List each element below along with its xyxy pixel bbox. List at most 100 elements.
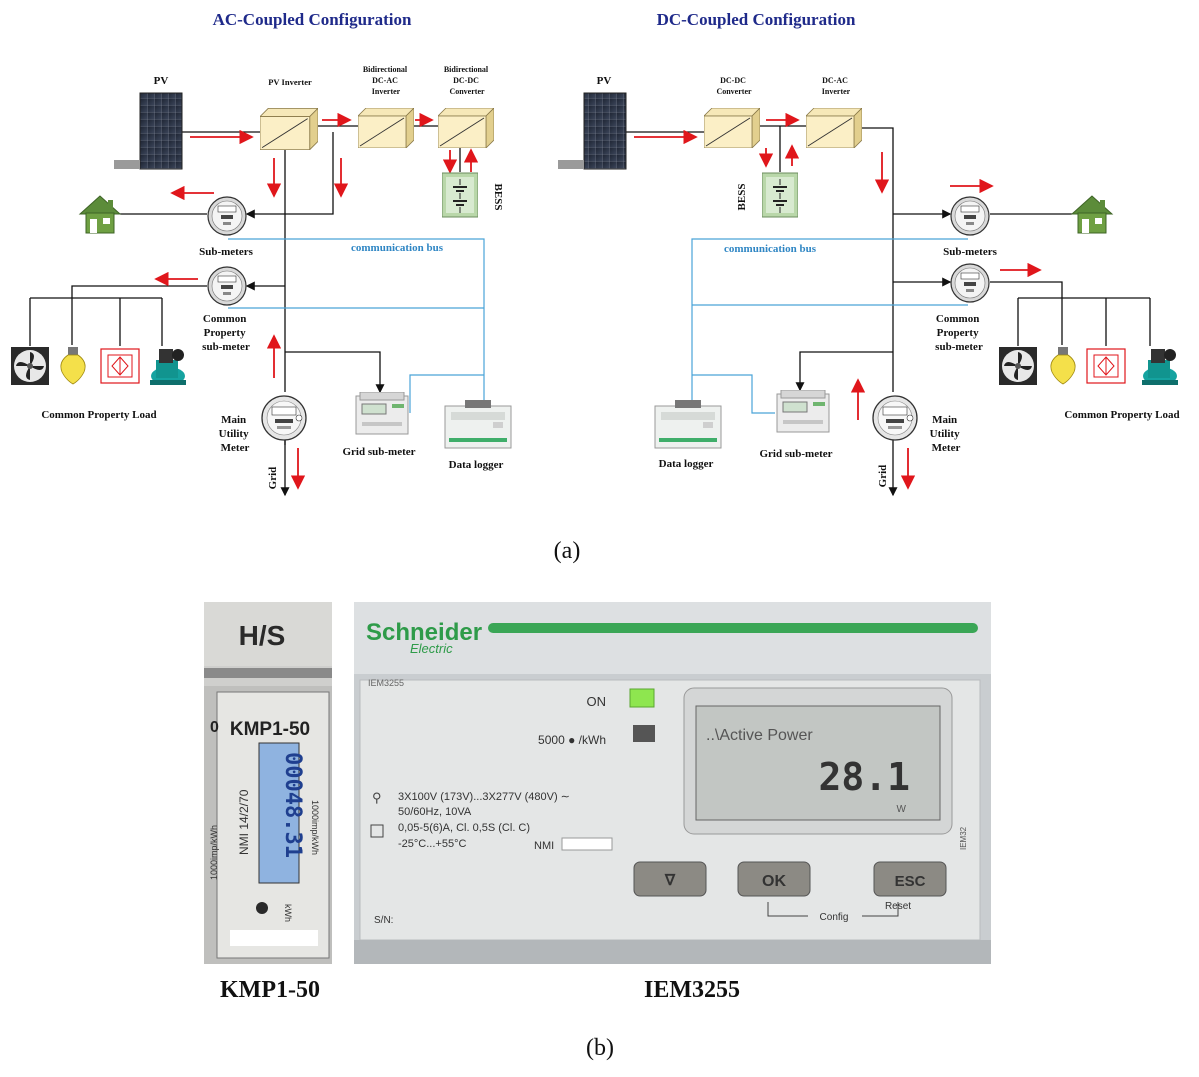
iem-wiring-icon: ⚲ <box>372 790 382 805</box>
house-icon <box>79 195 121 234</box>
iem3255-meter-photo: Schneider Electric IEM3255 ON 5000 ● /kW… <box>354 602 991 964</box>
iem-nmi-box <box>561 837 613 851</box>
house-icon <box>1071 195 1113 234</box>
fan-icon <box>11 347 49 385</box>
ok-button-label: OK <box>762 873 786 890</box>
down-button-label: ∇ <box>664 872 676 889</box>
common-property-sub-meter-label: Common Property sub-meter <box>202 313 250 353</box>
ac-power-flow-arrows <box>154 112 479 490</box>
kmp-side-right: 1000imp/kWh <box>310 800 320 855</box>
esc-button[interactable]: ESC <box>873 861 947 897</box>
iem-on-led <box>629 688 655 708</box>
dcac-inverter-label: DC-AC Inverter <box>822 76 851 96</box>
pv-inverter-icon <box>260 108 318 150</box>
iem-reset-label: Reset <box>885 901 911 912</box>
kmp-unit: kWh <box>283 904 293 922</box>
ac-communication-bus <box>228 238 485 413</box>
iem-lcd <box>695 705 941 821</box>
ac-coupled-diagram: AC-Coupled Configuration <box>11 10 512 497</box>
grid-label: Grid <box>877 465 889 488</box>
data-logger-label: Data logger <box>449 459 504 471</box>
dc-coupled-diagram: DC-Coupled Configuration <box>558 10 1180 497</box>
pv-panel <box>114 92 183 170</box>
iem-serial-label: S/N: <box>374 915 393 926</box>
iem-caption: IEM3255 <box>644 977 740 1003</box>
kmp-pulse-led <box>256 902 268 914</box>
bidirectional-dcdc-label: Bidirectional DC-DC Converter <box>444 65 490 96</box>
pv-inverter-label: PV Inverter <box>268 77 312 87</box>
sub-meter-icon <box>950 196 990 236</box>
pv-panel <box>558 92 627 170</box>
main-utility-meter-label: Main Utility Meter <box>219 414 252 454</box>
sub-meters-label: Sub-meters <box>943 246 997 258</box>
data-logger-label: Data logger <box>659 458 714 470</box>
bess-battery-icon <box>442 172 478 218</box>
common-property-sub-meter-label: Common Property sub-meter <box>935 313 983 353</box>
dc-communication-bus <box>691 238 968 414</box>
dc-title: DC-Coupled Configuration <box>657 10 856 29</box>
iem-model-small: IEM3255 <box>368 678 404 688</box>
schneider-brand-sub: Electric <box>410 641 453 656</box>
ok-button[interactable]: OK <box>737 861 811 897</box>
bess-label: BESS <box>492 184 504 211</box>
kmp-model-label: KMP1-50 <box>230 719 310 740</box>
common-property-sub-meter-icon <box>950 263 990 303</box>
iem-display-value: 28.1 <box>818 755 910 799</box>
common-property-load-label: Common Property Load <box>1064 409 1179 421</box>
dcdc-converter-icon <box>704 108 760 148</box>
brand-stripe <box>488 623 978 633</box>
water-pump-icon <box>1142 349 1178 385</box>
kmp-top-label: H/S <box>239 620 286 651</box>
down-button[interactable]: ∇ <box>633 861 707 897</box>
grid-label: Grid <box>267 467 279 490</box>
schneider-brand: Schneider <box>366 619 482 646</box>
light-bulb-icon <box>1050 346 1076 385</box>
kmp-edge-mark: 0 <box>210 719 219 736</box>
main-utility-meter-label: Main Utility Meter <box>930 414 963 454</box>
main-utility-meter-icon <box>261 395 307 441</box>
esc-button-label: ESC <box>895 873 926 890</box>
kmp-reading: 00048.31 <box>280 752 305 858</box>
pv-label: PV <box>597 75 612 87</box>
dc-power-flow-arrows <box>634 112 1042 490</box>
iem-nmi-label: NMI <box>534 840 554 852</box>
light-bulb-icon <box>60 346 86 385</box>
bidirectional-dcdc-converter-icon <box>438 108 494 148</box>
common-property-load-label: Common Property Load <box>41 409 156 421</box>
iem-side-code: IEM32 <box>959 826 968 850</box>
iem-specs: 3X100V (173V)...3X277V (480V) ∼ 50/60Hz,… <box>398 791 573 850</box>
kmp-side-left: 1000imp/kWh <box>209 825 219 880</box>
iem-display-unit: W <box>897 804 907 815</box>
bess-battery-icon <box>762 172 798 218</box>
bess-label: BESS <box>736 184 748 211</box>
kmp1-50-meter-photo: H/S KMP1-50 0 00048.31 1000imp/kWh NMI 1… <box>204 602 332 964</box>
data-logger-icon <box>444 400 512 449</box>
iem-class-icon <box>370 824 384 838</box>
iem-display-title: ..\Active Power <box>706 727 813 744</box>
bidirectional-dcac-inverter-icon <box>358 108 414 148</box>
grid-sub-meter-icon <box>776 390 830 433</box>
bidirectional-dcac-label: Bidirectional DC-AC Inverter <box>363 65 409 96</box>
panel-a-caption: (a) <box>554 538 581 564</box>
panel-b-caption: (b) <box>586 1035 614 1061</box>
sub-meter-icon <box>207 196 247 236</box>
iem-config-label: Config <box>820 912 849 923</box>
common-property-sub-meter-icon <box>207 266 247 306</box>
kmp-redaction-strip <box>230 930 318 946</box>
ac-title: AC-Coupled Configuration <box>213 10 412 29</box>
water-pump-icon <box>150 349 186 385</box>
heater-icon <box>100 348 140 384</box>
communication-bus-label: communication bus <box>724 243 817 255</box>
kmp-nmi: NMI 14/2/70 <box>237 789 251 855</box>
grid-sub-meter-icon <box>355 392 409 435</box>
data-logger-icon <box>654 400 722 449</box>
iem-pulse-label: 5000 ● /kWh <box>538 733 606 747</box>
communication-bus-label: communication bus <box>351 242 444 254</box>
kmp-caption: KMP1-50 <box>220 977 320 1003</box>
heater-icon <box>1086 348 1126 384</box>
grid-sub-meter-label: Grid sub-meter <box>342 446 415 458</box>
pv-label: PV <box>154 75 169 87</box>
iem-pulse-led <box>633 725 655 742</box>
main-utility-meter-icon <box>872 395 918 441</box>
